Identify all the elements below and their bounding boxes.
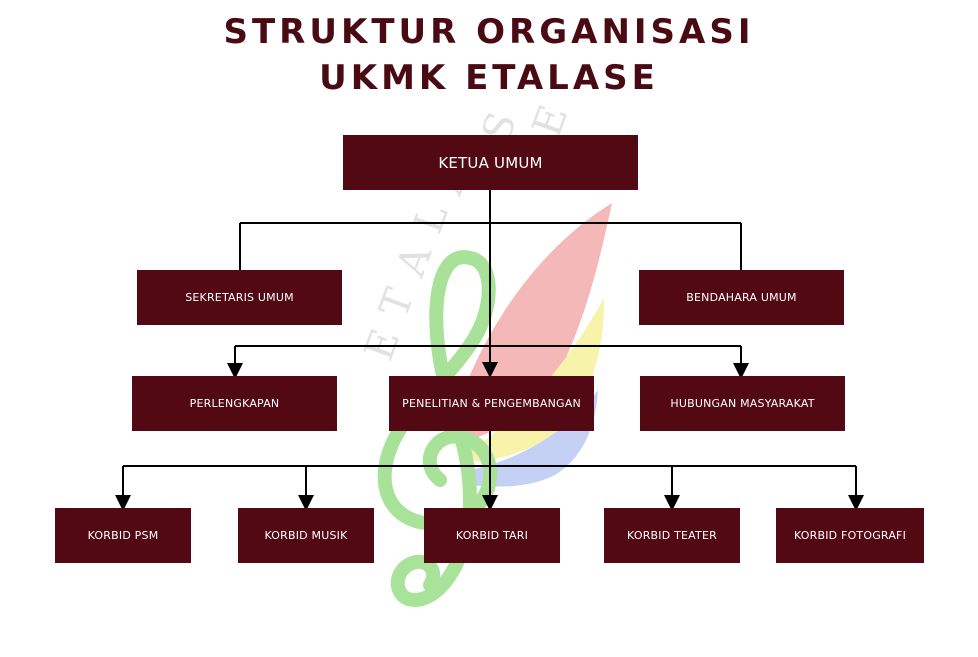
ketua-umum-box: KETUA UMUM (343, 135, 638, 190)
logo-blue-feather (470, 390, 598, 487)
perlengkapan-box: PERLENGKAPAN (132, 376, 337, 431)
korbid-psm-box: KORBID PSM (55, 508, 191, 563)
korbid-tari-box: KORBID TARI (424, 508, 560, 563)
page-title: STRUKTUR ORGANISASI (223, 12, 755, 52)
korbid-musik-box: KORBID MUSIK (238, 508, 374, 563)
hubungan-masyarakat-box: HUBUNGAN MASYARAKAT (640, 376, 845, 431)
bendahara-umum-box: BENDAHARA UMUM (639, 270, 844, 325)
korbid-teater-box: KORBID TEATER (604, 508, 740, 563)
korbid-fotografi-box: KORBID FOTOGRAFI (776, 508, 924, 563)
penelitian-pengembangan-box: PENELITIAN & PENGEMBANGAN (389, 376, 594, 431)
sekretaris-umum-box: SEKRETARIS UMUM (137, 270, 342, 325)
page-subtitle: UKMK ETALASE (319, 58, 659, 98)
